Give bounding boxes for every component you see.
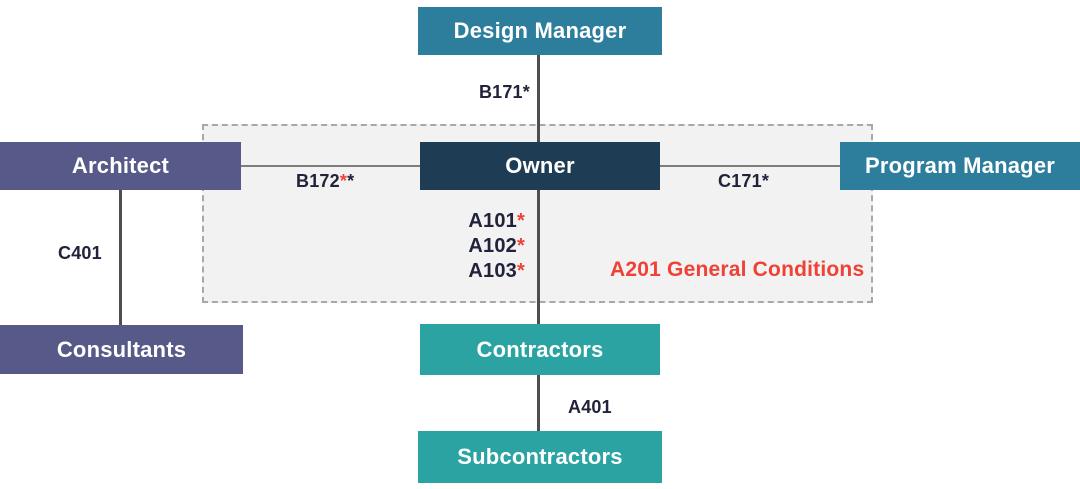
node-program-manager: Program Manager	[840, 142, 1080, 190]
edge-label-b172: B172**	[296, 171, 354, 192]
node-consultants: Consultants	[0, 325, 243, 374]
node-subcontractors-label: Subcontractors	[457, 444, 623, 469]
connector-contractors-subcontractors	[537, 375, 540, 431]
agreement-a101-text: A101	[468, 210, 518, 232]
node-architect-label: Architect	[71, 153, 170, 178]
edge-label-b172-star-dark: *	[347, 171, 355, 191]
edge-label-a401: A401	[568, 397, 612, 418]
owner-contractor-agreement-list: A101* A102* A103*	[420, 209, 525, 284]
agreement-a103-text: A103	[468, 260, 518, 282]
edge-label-b171-text: B171	[478, 82, 523, 102]
agreement-a103: A103*	[420, 259, 525, 284]
edge-label-c171-star: *	[761, 171, 770, 191]
agreement-a103-star: *	[517, 260, 525, 282]
edge-label-c401: C401	[58, 243, 102, 264]
connector-design-manager-owner	[537, 55, 540, 142]
edge-label-b172-star-red: *	[339, 171, 348, 191]
edge-label-b172-text: B172	[296, 171, 340, 191]
node-design-manager: Design Manager	[418, 7, 662, 55]
node-consultants-label: Consultants	[56, 336, 187, 362]
connector-owner-contractors	[537, 190, 540, 324]
edge-label-a401-text: A401	[568, 397, 612, 417]
agreement-a102-text: A102	[468, 235, 518, 257]
connector-architect-consultants	[119, 190, 122, 325]
node-subcontractors: Subcontractors	[418, 431, 662, 483]
edge-label-b171-star: *	[522, 82, 530, 102]
edge-label-c401-text: C401	[58, 243, 102, 263]
connector-architect-owner	[240, 165, 420, 167]
a201-region-label-text: A201 General Conditions	[610, 258, 865, 281]
node-design-manager-label: Design Manager	[453, 18, 627, 43]
edge-label-c171-text: C171	[718, 171, 762, 191]
agreement-a102-star: *	[517, 235, 525, 257]
agreement-a101-star: *	[517, 210, 525, 232]
agreement-a101: A101*	[420, 209, 525, 234]
edge-label-b171: B171*	[430, 82, 530, 103]
node-contractors: Contractors	[420, 324, 660, 375]
a201-region-label: A201 General Conditions	[610, 258, 864, 282]
connector-owner-program-manager	[660, 165, 840, 167]
node-program-manager-label: Program Manager	[864, 153, 1056, 178]
node-architect: Architect	[0, 142, 241, 190]
edge-label-c171: C171*	[718, 171, 769, 192]
node-contractors-label: Contractors	[476, 336, 604, 362]
agreement-a102: A102*	[420, 234, 525, 259]
node-owner: Owner	[420, 142, 660, 190]
node-owner-label: Owner	[505, 153, 575, 178]
